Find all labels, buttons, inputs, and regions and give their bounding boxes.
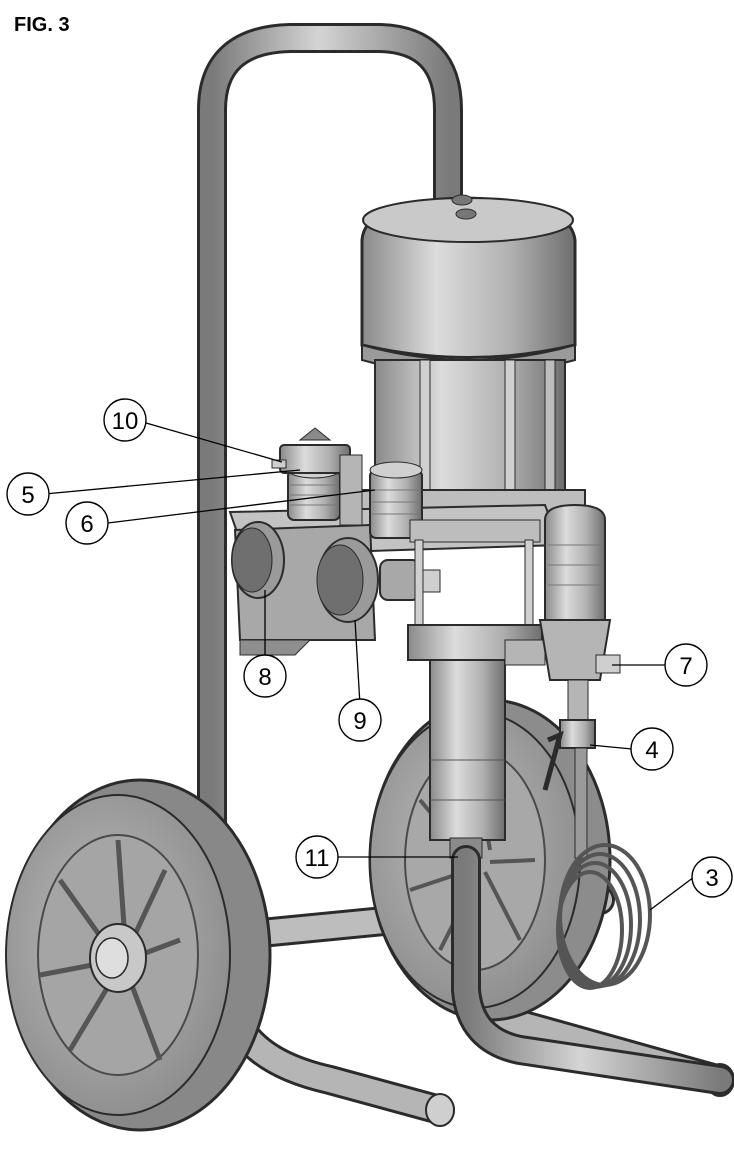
- cart-handle: [197, 23, 463, 995]
- callout-8: 8: [243, 654, 287, 698]
- svg-text:10: 10: [112, 408, 139, 435]
- callout-10: 10: [103, 398, 147, 442]
- gauge-9: [316, 537, 379, 623]
- callout-leaders: [33, 422, 695, 911]
- svg-text:8: 8: [258, 664, 271, 691]
- figure-title: FIG. 3: [14, 14, 70, 36]
- svg-text:7: 7: [679, 653, 692, 680]
- coiled-hose-3: [556, 843, 652, 990]
- bleed-valve-10: [271, 427, 363, 526]
- svg-text:4: 4: [645, 737, 658, 764]
- air-fitting: [379, 559, 441, 601]
- drain-valve-4: [542, 679, 596, 859]
- callout-7: 7: [664, 643, 708, 687]
- callout-6: 6: [65, 501, 109, 545]
- suction-tube-11: [451, 845, 734, 1095]
- callout-9: 9: [338, 698, 382, 742]
- svg-text:11: 11: [305, 845, 330, 872]
- callout-4: 4: [630, 727, 674, 771]
- svg-text:3: 3: [705, 865, 718, 892]
- svg-text:6: 6: [80, 511, 93, 538]
- svg-text:5: 5: [21, 482, 34, 509]
- svg-text:9: 9: [353, 708, 366, 735]
- gauge-8: [231, 521, 285, 599]
- fluid-filter-7: [538, 503, 621, 681]
- callout-5: 5: [6, 472, 50, 516]
- callout-3: 3: [691, 856, 733, 898]
- front-wheel: [5, 778, 272, 1132]
- air-motor: [344, 194, 586, 521]
- callout-11: 11: [295, 835, 339, 879]
- regulator-6: [369, 461, 423, 539]
- fluid-pump: [407, 519, 546, 859]
